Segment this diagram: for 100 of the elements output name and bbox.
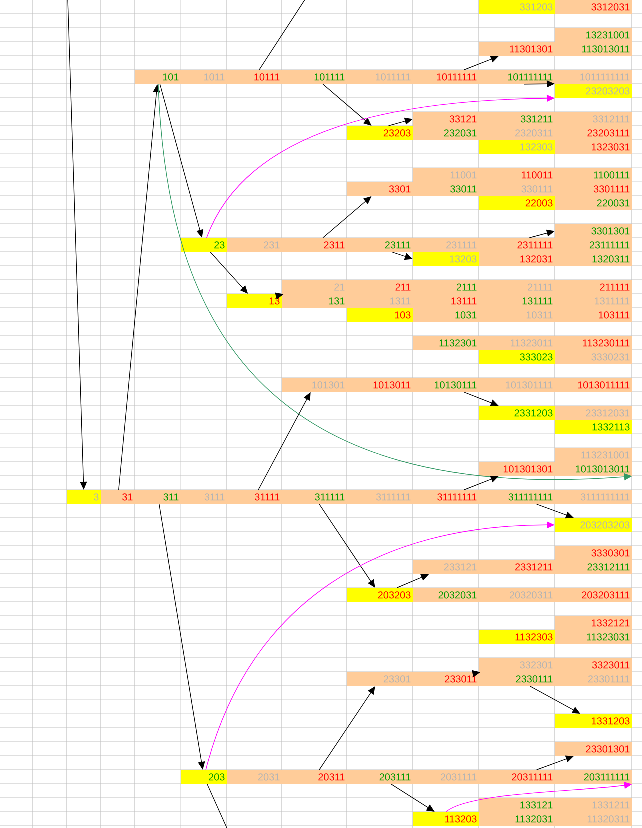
number-cell: 1331211 [555, 798, 632, 812]
arrow [319, 504, 376, 588]
number-cell: 23111 [347, 238, 414, 252]
node-label: 3301 [389, 186, 411, 193]
number-cell: 3301 [347, 182, 414, 196]
node-label: 103111 [599, 312, 630, 319]
node-label: 1332121 [592, 620, 630, 627]
node-label: 1013011111 [578, 382, 630, 389]
arrow [392, 252, 413, 260]
number-cell: 1332113 [555, 420, 632, 434]
node-label: 13231001 [586, 32, 630, 39]
node-label: 233011 [445, 676, 477, 683]
number-cell: 23312111 [555, 560, 632, 574]
number-cell: 113203 [413, 812, 480, 826]
node-label: 1011111111 [580, 74, 630, 81]
number-cell: 22003 [479, 196, 556, 210]
number-cell: 131 [282, 294, 348, 308]
node-label: 1132301 [440, 340, 477, 347]
number-cell: 11001 [413, 168, 480, 182]
number-cell: 331211 [479, 112, 556, 126]
number-cell: 3330231 [555, 350, 632, 364]
number-cell: 20311 [282, 770, 348, 784]
node-label: 311111111 [508, 494, 553, 501]
node-label: 203111 [380, 774, 411, 781]
number-cell: 203 [181, 770, 228, 784]
node-label: 211 [396, 284, 411, 291]
number-cell: 13111 [413, 294, 480, 308]
node-label: 220031 [597, 200, 630, 207]
node-label: 2330111 [516, 676, 553, 683]
number-cell: 132303 [479, 140, 556, 154]
node-label: 11323031 [587, 634, 630, 641]
node-label: 131111 [522, 298, 553, 305]
node-label: 101111 [314, 74, 345, 81]
node-label: 1132031 [516, 816, 553, 823]
node-label: 233121 [444, 564, 477, 571]
node-label: 1331211 [592, 802, 630, 809]
number-cell: 3301301 [555, 224, 632, 238]
number-cell: 132031 [479, 252, 556, 266]
node-label: 11320311 [588, 816, 630, 823]
node-label: 101301111 [506, 382, 553, 389]
number-cell: 2031111 [413, 770, 480, 784]
number-cell: 1320311 [555, 252, 632, 266]
node-label: 10311 [526, 312, 553, 319]
node-label: 3312111 [593, 116, 630, 123]
node-label: 3330301 [592, 550, 630, 557]
node-label: 2311111 [518, 242, 553, 249]
node-label: 2320311 [516, 130, 553, 137]
number-cell: 311111111 [479, 490, 556, 504]
node-label: 101111111 [508, 74, 553, 81]
node-label: 23111 [385, 242, 411, 249]
node-label: 133121 [520, 802, 553, 809]
number-cell: 2111 [413, 280, 480, 294]
number-cell: 23301111 [555, 672, 632, 686]
node-label: 11323011 [510, 340, 553, 347]
number-cell: 203203 [347, 588, 414, 602]
number-cell: 331203 [479, 0, 556, 14]
number-cell: 11320311 [555, 812, 632, 826]
node-label: 1031 [456, 312, 477, 319]
number-cell: 203203111 [555, 588, 632, 602]
number-cell: 101301301 [479, 462, 556, 476]
node-label: 10111 [254, 74, 280, 81]
node-label: 20320311 [510, 592, 553, 599]
number-cell: 233121 [413, 560, 480, 574]
number-cell: 21 [282, 280, 348, 294]
number-cell: 113013011 [555, 42, 632, 56]
number-cell: 220031 [555, 196, 632, 210]
node-label: 33011 [450, 186, 477, 193]
node-label: 101301 [312, 382, 345, 389]
number-cell: 2311111 [479, 238, 556, 252]
node-label: 203203111 [582, 592, 630, 599]
number-cell: 203203203 [555, 518, 632, 532]
number-cell: 20320311 [479, 588, 556, 602]
number-cell: 2311 [282, 238, 348, 252]
number-cell: 2032031 [413, 588, 480, 602]
node-label: 1100111 [594, 172, 630, 179]
number-cell: 113230111 [555, 336, 632, 350]
node-label: 231 [264, 242, 280, 249]
number-cell: 2320311 [479, 126, 556, 140]
number-cell: 23203 [347, 126, 414, 140]
number-cell: 131111 [479, 294, 556, 308]
number-cell: 232031 [413, 126, 480, 140]
number-cell: 1011111111 [555, 70, 632, 84]
number-cell: 3312031 [555, 0, 632, 14]
node-label: 3301111 [594, 186, 630, 193]
node-label: 101 [163, 74, 179, 81]
number-cell: 133121 [479, 798, 556, 812]
number-cell: 101301 [282, 378, 348, 392]
number-cell: 103 [347, 308, 414, 322]
number-cell: 13231001 [555, 28, 632, 42]
number-cell: 1132301 [413, 336, 480, 350]
node-label: 311 [164, 494, 179, 501]
node-label: 23312111 [588, 564, 630, 571]
node-label: 3330231 [592, 354, 630, 361]
node-label: 2311 [324, 242, 345, 249]
node-label: 113230111 [583, 340, 630, 347]
arrow [160, 84, 204, 238]
node-label: 1311 [390, 298, 411, 305]
number-cell: 1311 [347, 294, 414, 308]
number-cell: 332301 [479, 658, 556, 672]
node-label: 31111 [254, 494, 280, 501]
